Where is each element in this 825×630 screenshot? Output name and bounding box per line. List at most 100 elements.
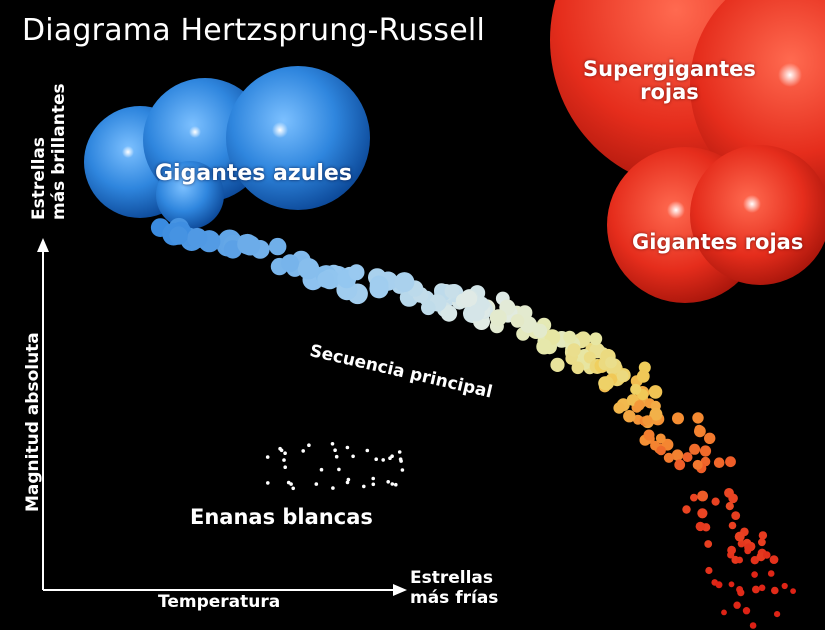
main-sequence-star (655, 433, 666, 444)
white-dwarf-star (319, 467, 324, 472)
x-axis-arrow (393, 584, 407, 596)
white-dwarf-star (345, 445, 350, 450)
blue-giants-group (84, 66, 370, 229)
star-shine (189, 126, 201, 138)
main-sequence-star (704, 540, 713, 548)
main-sequence-star (727, 545, 736, 555)
main-sequence-star (695, 521, 705, 532)
red-giants-label: Gigantes rojas (632, 230, 804, 254)
white-dwarf-star (333, 448, 337, 453)
white-dwarf-star (337, 467, 341, 472)
main-sequence-star (728, 521, 737, 530)
axes (37, 238, 407, 596)
red-giant (690, 145, 825, 285)
y-axis-end-line2: más brillantes (48, 83, 69, 220)
x-axis-label: Temperatura (158, 592, 281, 612)
diagram-title: Diagrama Hertzsprung-Russell (22, 13, 485, 48)
red-supergiants-label: Supergigantes rojas (583, 57, 756, 104)
main-sequence-star (634, 400, 645, 411)
main-sequence-star (613, 402, 625, 414)
main-sequence-star (705, 566, 713, 575)
main-sequence-star (240, 235, 261, 256)
main-sequence-star (711, 497, 720, 506)
main-sequence-star (563, 330, 577, 344)
y-axis-end-line1: Estrellas (29, 136, 49, 220)
blue-giants-label: Gigantes azules (155, 161, 352, 186)
main-sequence-star (649, 407, 663, 421)
main-sequence-star (715, 581, 723, 589)
main-sequence-star (421, 300, 436, 316)
main-sequence-star (169, 226, 188, 245)
white-dwarf-star (291, 486, 296, 491)
star-shine (122, 146, 134, 158)
x-axis-end-line1: Estrellas (410, 568, 494, 588)
main-sequence-star (663, 452, 675, 463)
white-dwarf-star (265, 455, 270, 459)
main-sequence-star (692, 459, 703, 470)
white-dwarf-star (374, 457, 379, 462)
main-sequence-star (589, 332, 603, 346)
main-sequence-star (728, 493, 738, 504)
white-dwarf-star (307, 443, 311, 448)
main-sequence-star (737, 589, 745, 597)
white-dwarf-star (398, 457, 403, 462)
white-dwarf-star (386, 480, 391, 484)
white-dwarf-star (390, 482, 395, 486)
white-dwarf-star (330, 442, 335, 446)
main-sequence-star (623, 410, 636, 423)
main-sequence-star (630, 383, 642, 395)
main-sequence-star (440, 305, 458, 322)
main-sequence-star (749, 622, 757, 629)
white-dwarf-star (371, 476, 376, 481)
main-sequence-stars (150, 217, 796, 629)
main-sequence-star (734, 531, 745, 542)
white-dwarf-star (331, 486, 335, 490)
x-axis-end-label: Estrellas más frías (410, 568, 498, 608)
main-sequence-star (269, 237, 287, 256)
main-sequence-star (725, 502, 734, 511)
main-sequence-star (571, 361, 585, 375)
main-sequence-star (737, 540, 746, 548)
main-sequence-star (550, 357, 565, 372)
white-dwarf-star (279, 448, 284, 453)
main-sequence-star (281, 254, 299, 273)
main-sequence-star (790, 588, 796, 594)
main-sequence-star (656, 445, 666, 456)
main-sequence-star (690, 493, 698, 502)
main-sequence-star (763, 551, 771, 559)
white-dwarf-stars (265, 442, 405, 491)
main-sequence-star (510, 314, 525, 328)
blue-giant (226, 66, 370, 210)
main-sequence-star (348, 264, 365, 281)
main-sequence-star (704, 432, 716, 444)
main-sequence-star (725, 456, 736, 468)
white-dwarf-star (283, 451, 287, 456)
main-sequence-star (671, 449, 684, 461)
star-shine (778, 63, 802, 87)
main-sequence-star (682, 452, 693, 463)
main-sequence-star (742, 607, 751, 615)
main-sequence-star (682, 505, 691, 514)
y-axis-label: Magnitud absoluta (23, 332, 43, 512)
main-sequence-star (752, 585, 760, 594)
main-sequence-star (643, 429, 655, 441)
white-dwarf-star (289, 482, 293, 486)
main-sequence-star (728, 581, 735, 588)
white-dwarf-star (346, 477, 351, 482)
main-sequence-star (713, 457, 725, 469)
main-sequence-star (636, 369, 650, 383)
white-dwarf-star (371, 482, 376, 487)
main-sequence-star (533, 323, 548, 338)
main-sequence-star (781, 582, 788, 590)
white-dwarf-star (400, 468, 405, 472)
main-sequence-star (758, 584, 766, 592)
main-sequence-star (369, 279, 389, 299)
red-giants-group (550, 0, 825, 303)
white-dwarf-star (334, 454, 339, 459)
star-shine (743, 195, 761, 213)
main-sequence-star (444, 284, 459, 299)
main-sequence-star (767, 570, 775, 577)
white-dwarf-star (388, 456, 392, 461)
main-sequence-star (751, 571, 758, 578)
white-dwarf-star (351, 454, 355, 459)
